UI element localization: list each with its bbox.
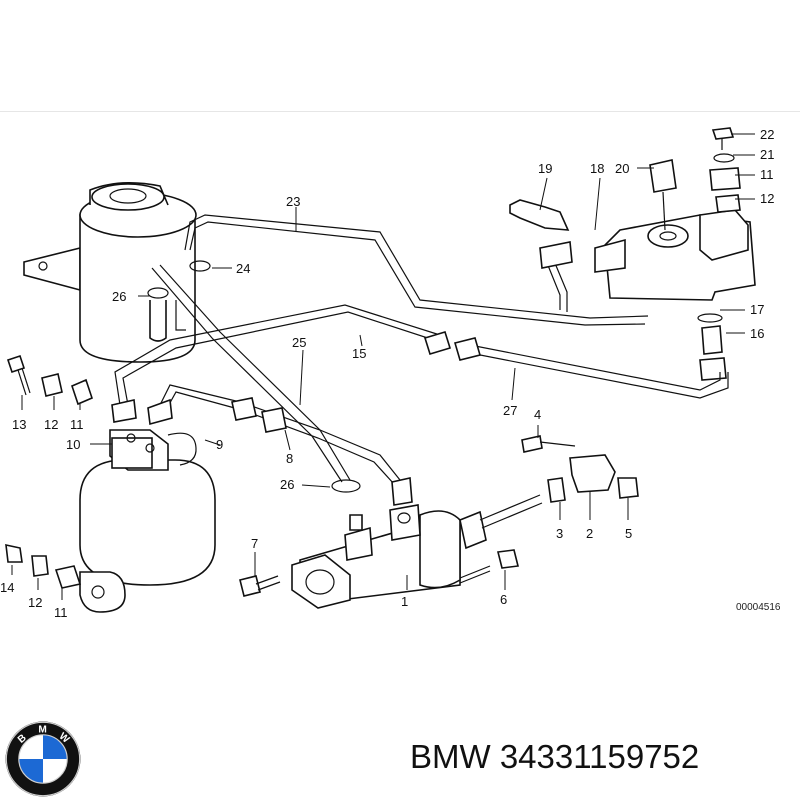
label-part-7: 7 [251,536,258,551]
label-part-23: 23 [286,194,300,209]
label-part-17: 17 [750,302,764,317]
leader-lines [11,133,755,600]
label-part-6: 6 [500,592,507,607]
label-part-13: 13 [12,417,26,432]
brand-name: BMW [410,738,491,775]
brake-pipes [111,214,729,506]
label-part-11: 11 [760,167,774,182]
label-part-9: 9 [216,437,223,452]
label-part-25: 25 [292,335,306,350]
label-part-12: 12 [760,191,774,206]
part-caption: BMW 34331159752 [410,738,699,776]
label-part-8: 8 [286,451,293,466]
label-part-12: 12 [28,595,42,610]
top-divider [0,111,800,112]
label-part-14: 14 [0,580,14,595]
label-part-3: 3 [556,526,563,541]
label-part-2: 2 [586,526,593,541]
reference-code: 00004516 [736,602,781,613]
label-part-20: 20 [615,161,629,176]
valve-block [509,127,756,381]
label-part-1: 1 [401,594,408,609]
label-part-26: 26 [280,477,294,492]
label-part-21: 21 [760,147,774,162]
fluid-reservoir [23,182,197,363]
part-labels: 22 21 11 12 18 20 19 23 24 26 25 15 17 1… [0,127,781,620]
label-part-24: 24 [236,261,250,276]
label-part-10: 10 [66,437,80,452]
label-part-16: 16 [750,326,764,341]
logo-letter-m: M [38,724,46,735]
label-part-11: 11 [54,605,68,620]
label-part-4: 4 [534,407,541,422]
master-cylinder [291,494,543,609]
label-part-22: 22 [760,127,774,142]
small-hardware [5,354,639,597]
label-part-12: 12 [44,417,58,432]
label-part-26: 26 [112,289,126,304]
label-part-18: 18 [590,161,604,176]
label-part-5: 5 [625,526,632,541]
pressure-accumulator [79,429,216,613]
label-part-27: 27 [503,403,517,418]
label-part-11: 11 [70,417,84,432]
label-part-15: 15 [352,346,366,361]
label-part-19: 19 [538,161,552,176]
part-number: 34331159752 [499,738,700,775]
bmw-logo: B M W [5,721,81,797]
